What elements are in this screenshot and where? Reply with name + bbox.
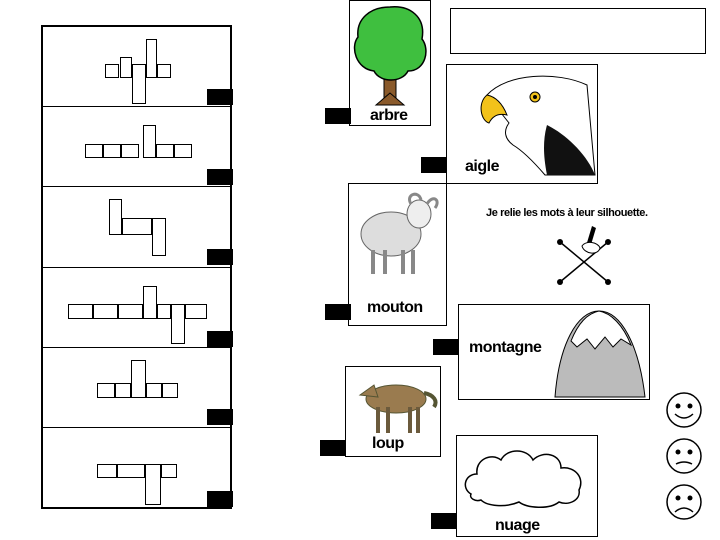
silhouette-box: [117, 464, 145, 478]
answer-dot-left-2[interactable]: [207, 169, 233, 185]
silhouette-box: [122, 218, 152, 235]
answer-dot-montagne[interactable]: [433, 339, 459, 355]
silhouette-cell-5: [43, 348, 230, 428]
word-mouton: mouton: [367, 299, 423, 316]
answer-dot-left-3[interactable]: [207, 249, 233, 265]
silhouette-cell-6: [43, 428, 230, 507]
silhouette-box: [121, 144, 139, 158]
silhouette-box: [161, 464, 177, 478]
silhouette-cell-1: [43, 27, 230, 107]
silhouette-box: [146, 39, 157, 78]
sheep-image: [360, 192, 439, 274]
silhouette-box: [145, 464, 161, 505]
silhouette-box: [131, 360, 146, 398]
silhouette-box: [68, 304, 93, 319]
answer-dot-arbre[interactable]: [325, 108, 351, 124]
silhouette-box: [162, 383, 178, 398]
silhouette-cell-3: [43, 187, 230, 268]
silhouette-box: [171, 304, 185, 344]
silhouette-box: [156, 144, 174, 158]
silhouette-box: [174, 144, 192, 158]
answer-dot-left-4[interactable]: [207, 331, 233, 347]
happy-face-icon: [666, 392, 702, 428]
card-mouton: mouton: [348, 183, 447, 326]
word-aigle: aigle: [465, 158, 499, 175]
silhouette-box: [115, 383, 131, 398]
silhouette-box: [146, 383, 162, 398]
card-aigle: aigle: [446, 64, 598, 184]
silhouette-column: [41, 25, 232, 509]
answer-dot-left-5[interactable]: [207, 409, 233, 425]
cloud-image: [464, 450, 582, 508]
sad-face-icon: [666, 484, 702, 520]
neutral-face-icon: [666, 438, 702, 474]
silhouette-box: [105, 64, 119, 78]
word-montagne: montagne: [469, 339, 542, 356]
instruction-text: Je relie les mots à leur silhouette.: [486, 207, 648, 219]
silhouette-box: [157, 304, 171, 319]
card-montagne: montagne: [458, 304, 650, 400]
answer-dot-aigle[interactable]: [421, 157, 447, 173]
eagle-image: [480, 75, 596, 176]
silhouette-cell-2: [43, 107, 230, 187]
answer-dot-mouton[interactable]: [325, 304, 351, 320]
silhouette-box: [132, 64, 146, 104]
wolf-image: [358, 384, 438, 433]
tree-image: [353, 6, 427, 106]
silhouette-box: [185, 304, 207, 319]
word-nuage: nuage: [495, 517, 540, 534]
card-nuage: nuage: [456, 435, 598, 537]
silhouette-box: [120, 57, 132, 78]
silhouette-box: [109, 199, 122, 235]
answer-dot-left-6[interactable]: [207, 491, 233, 507]
link-lines-icon: [557, 226, 611, 285]
silhouette-cell-4: [43, 268, 230, 348]
answer-dot-nuage[interactable]: [431, 513, 457, 529]
silhouette-box: [152, 218, 166, 256]
silhouette-box: [157, 64, 171, 78]
answer-dot-loup[interactable]: [320, 440, 346, 456]
self-evaluation-faces: [666, 392, 702, 520]
word-loup: loup: [372, 435, 404, 452]
silhouette-box: [143, 286, 157, 319]
card-loup: loup: [345, 366, 441, 457]
word-arbre: arbre: [370, 107, 408, 124]
silhouette-box: [97, 383, 115, 398]
answer-dot-left-1[interactable]: [207, 89, 233, 105]
silhouette-box: [143, 125, 156, 158]
mountain-image: [554, 310, 646, 398]
silhouette-box: [93, 304, 118, 319]
silhouette-box: [118, 304, 143, 319]
silhouette-box: [103, 144, 121, 158]
silhouette-box: [85, 144, 103, 158]
name-field[interactable]: [450, 8, 706, 54]
card-arbre: arbre: [349, 0, 431, 126]
silhouette-box: [97, 464, 117, 478]
